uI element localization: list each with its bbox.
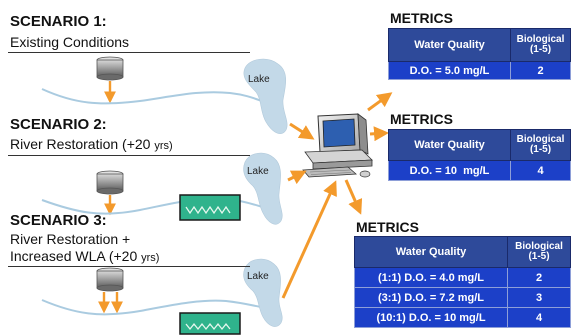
river-line [41, 197, 267, 215]
lake-icon [243, 258, 283, 327]
metrics-2-title: METRICS [390, 111, 453, 127]
metrics-cell-quality: D.O. = 10 mg/L [388, 160, 511, 181]
metrics-cell-bio: 4 [507, 307, 571, 328]
scenario-2-graphics [41, 170, 267, 221]
metrics-header-water-quality: Water Quality [388, 28, 511, 62]
lake-label: Lake [247, 271, 269, 282]
scenario-2-description: River Restoration (+20 yrs) [10, 136, 173, 152]
scenario-3-description-line1: River Restoration + [10, 231, 131, 247]
flow-arrows [281, 92, 393, 299]
scenario-2-title: SCENARIO 2: [10, 116, 107, 133]
scenario-3-title: SCENARIO 3: [10, 212, 107, 229]
lake-label: Lake [247, 166, 269, 177]
river-line [41, 88, 269, 105]
scenario-1-title: SCENARIO 1: [10, 13, 107, 30]
lake-icon [243, 58, 288, 134]
arrow-lake1-to-computer [289, 122, 315, 140]
discharge-pipe-icon [96, 56, 124, 81]
river-line [41, 299, 267, 316]
metrics-header-biological: Biological(1-5) [510, 129, 571, 161]
arrow-lake3-to-computer [281, 180, 337, 299]
metrics-header-water-quality: Water Quality [354, 236, 508, 268]
arrow-computer-to-metrics2 [369, 126, 389, 142]
metrics-cell-bio: 2 [510, 61, 571, 80]
scenario-3-graphics [41, 267, 267, 335]
metrics-1-title: METRICS [390, 10, 453, 26]
metrics-cell-quality: D.O. = 5.0 mg/L [388, 61, 511, 80]
scenario-1-description: Existing Conditions [10, 34, 130, 50]
metrics-2-table: Water Quality Biological(1-5) D.O. = 10 … [388, 129, 571, 181]
arrow-lake2-to-computer [287, 170, 307, 185]
scenario-1-underline [8, 52, 250, 53]
lake-icon [243, 152, 283, 225]
metrics-header-biological: Biological(1-5) [510, 28, 571, 62]
arrow-computer-to-metrics1 [367, 92, 393, 112]
metrics-3-title: METRICS [356, 219, 419, 235]
metrics-cell-bio: 3 [507, 287, 571, 308]
metrics-header-biological: Biological(1-5) [507, 236, 571, 268]
computer-icon [302, 113, 373, 178]
metrics-3-table: Water Quality Biological(1-5) (1:1) D.O.… [354, 236, 571, 328]
metrics-cell-quality: (1:1) D.O. = 4.0 mg/L [354, 267, 508, 288]
metrics-1-table: Water Quality Biological(1-5) D.O. = 5.0… [388, 28, 571, 80]
lake-label: Lake [248, 74, 270, 85]
scenario-2-underline [8, 155, 250, 156]
discharge-pipe-icon [96, 267, 124, 292]
restoration-panel-icon [179, 194, 241, 221]
restoration-panel-icon [179, 312, 241, 335]
metrics-cell-quality: (10:1) D.O. = 10 mg/L [354, 307, 508, 328]
scenario-3-description-line2: Increased WLA (+20 yrs) [10, 248, 160, 264]
metrics-cell-quality: (3:1) D.O. = 7.2 mg/L [354, 287, 508, 308]
metrics-cell-bio: 4 [510, 160, 571, 181]
discharge-pipe-icon [96, 170, 124, 195]
metrics-cell-bio: 2 [507, 267, 571, 288]
arrow-computer-to-metrics3 [344, 179, 363, 215]
scenario-3-underline [8, 266, 250, 267]
metrics-header-water-quality: Water Quality [388, 129, 511, 161]
scenario-1-graphics [41, 56, 269, 105]
